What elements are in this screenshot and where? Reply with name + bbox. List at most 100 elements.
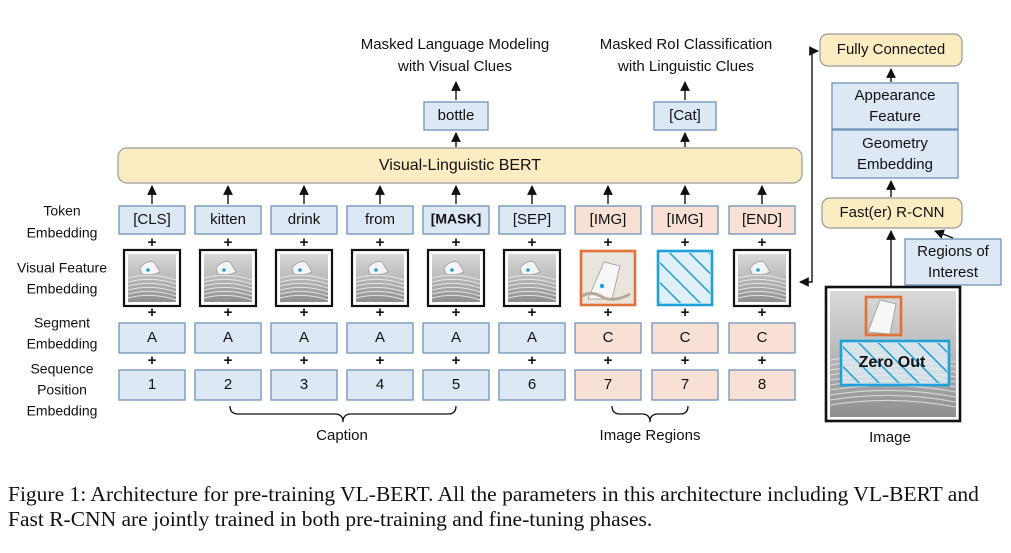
plus-sign: + bbox=[681, 304, 690, 321]
row-label-segment: Embedding bbox=[27, 336, 98, 352]
thumb-texture bbox=[431, 274, 481, 281]
token-label: [SEP] bbox=[513, 211, 551, 228]
token-box bbox=[574, 205, 642, 235]
segment-box bbox=[270, 322, 338, 354]
segment-label: A bbox=[451, 329, 461, 346]
thumb-texture bbox=[355, 278, 405, 285]
position-label: 2 bbox=[224, 376, 232, 393]
thumb-texture bbox=[431, 290, 481, 297]
thumb-texture bbox=[431, 286, 481, 293]
thumb-texture bbox=[737, 286, 787, 293]
thumb-texture bbox=[279, 282, 329, 289]
plus-sign: + bbox=[528, 352, 537, 369]
output-box-cat bbox=[653, 101, 717, 131]
thumb-texture bbox=[737, 290, 787, 297]
token-label: [IMG] bbox=[667, 211, 704, 228]
plus-sign: + bbox=[148, 234, 157, 251]
thumb-texture bbox=[127, 294, 177, 301]
brace-label-regions: Image Regions bbox=[600, 427, 701, 444]
segment-label: A bbox=[375, 329, 385, 346]
fully-connected-box bbox=[819, 33, 963, 67]
thumb-texture bbox=[431, 282, 481, 289]
plus-sign: + bbox=[452, 352, 461, 369]
plus-sign: + bbox=[452, 304, 461, 321]
plus-sign: + bbox=[758, 352, 767, 369]
row-label-position: Sequence bbox=[30, 361, 93, 377]
segment-label: A bbox=[147, 329, 157, 346]
thumb-texture bbox=[737, 274, 787, 281]
bert-label: Visual-Linguistic BERT bbox=[379, 157, 541, 174]
appearance-label: Feature bbox=[869, 108, 921, 125]
regions-of-interest-box bbox=[904, 238, 1002, 286]
roi-fabric bbox=[581, 291, 631, 301]
position-label: 8 bbox=[758, 376, 766, 393]
plus-sign: + bbox=[224, 304, 233, 321]
thumb-dot bbox=[526, 268, 530, 272]
visual-feature-thumb bbox=[274, 248, 334, 308]
plus-sign: + bbox=[300, 304, 309, 321]
token-box bbox=[651, 205, 719, 235]
output-label-bottle: bottle bbox=[438, 107, 475, 124]
visual-feature-roi bbox=[579, 249, 637, 307]
visual-feature-thumb bbox=[502, 248, 562, 308]
plus-sign: + bbox=[148, 304, 157, 321]
segment-label: A bbox=[299, 329, 309, 346]
brace-label-caption: Caption bbox=[316, 427, 368, 444]
thumb-dot bbox=[374, 268, 378, 272]
position-box bbox=[118, 369, 186, 401]
plus-sign: + bbox=[604, 234, 613, 251]
brace-regions bbox=[611, 405, 689, 423]
segment-label: C bbox=[680, 329, 691, 346]
token-box bbox=[118, 205, 186, 235]
regions-label: Interest bbox=[928, 264, 979, 281]
position-label: 7 bbox=[604, 376, 612, 393]
thumb-texture bbox=[355, 290, 405, 297]
segment-box bbox=[574, 322, 642, 354]
token-box bbox=[728, 205, 796, 235]
token-label: [END] bbox=[742, 211, 782, 228]
row-label-token: Embedding bbox=[27, 225, 98, 241]
thumb-texture bbox=[355, 274, 405, 281]
segment-box bbox=[346, 322, 414, 354]
plus-sign: + bbox=[528, 234, 537, 251]
row-label-segment: Segment bbox=[34, 315, 90, 331]
thumb-texture bbox=[431, 294, 481, 301]
roi-dot bbox=[599, 283, 605, 289]
token-label: from bbox=[365, 211, 395, 228]
thumb-texture bbox=[279, 278, 329, 285]
segment-label: A bbox=[223, 329, 233, 346]
mrc-label: Masked RoI Classification bbox=[600, 36, 773, 53]
plus-sign: + bbox=[528, 304, 537, 321]
plus-sign: + bbox=[376, 352, 385, 369]
token-box bbox=[194, 205, 262, 235]
plus-sign: + bbox=[758, 234, 767, 251]
output-label-cat: [Cat] bbox=[669, 107, 701, 124]
thumb-texture bbox=[507, 286, 557, 293]
position-box bbox=[270, 369, 338, 401]
segment-box bbox=[651, 322, 719, 354]
visual-feature-thumb bbox=[198, 248, 258, 308]
visual-feature-thumb bbox=[122, 248, 182, 308]
bert-block bbox=[117, 147, 803, 184]
geometry-label: Embedding bbox=[857, 156, 933, 173]
thumb-texture bbox=[737, 294, 787, 301]
visual-feature-thumb bbox=[732, 248, 792, 308]
thumb-texture bbox=[127, 274, 177, 281]
zero-out-hatch bbox=[843, 343, 947, 383]
plus-sign: + bbox=[300, 234, 309, 251]
plus-sign: + bbox=[604, 352, 613, 369]
plus-sign: + bbox=[300, 352, 309, 369]
token-label: [CLS] bbox=[133, 211, 171, 228]
segment-box bbox=[498, 322, 566, 354]
fully-connected-label: Fully Connected bbox=[837, 41, 945, 58]
thumb-kitten bbox=[519, 261, 541, 275]
thumb-texture bbox=[507, 294, 557, 301]
input-image-texture bbox=[829, 389, 957, 398]
visual-feature-zeroed bbox=[656, 249, 714, 307]
regions-label: Regions of bbox=[917, 243, 990, 260]
thumb-texture bbox=[203, 294, 253, 301]
token-label: [MASK] bbox=[431, 211, 482, 227]
plus-sign: + bbox=[224, 352, 233, 369]
thumb-texture bbox=[127, 278, 177, 285]
